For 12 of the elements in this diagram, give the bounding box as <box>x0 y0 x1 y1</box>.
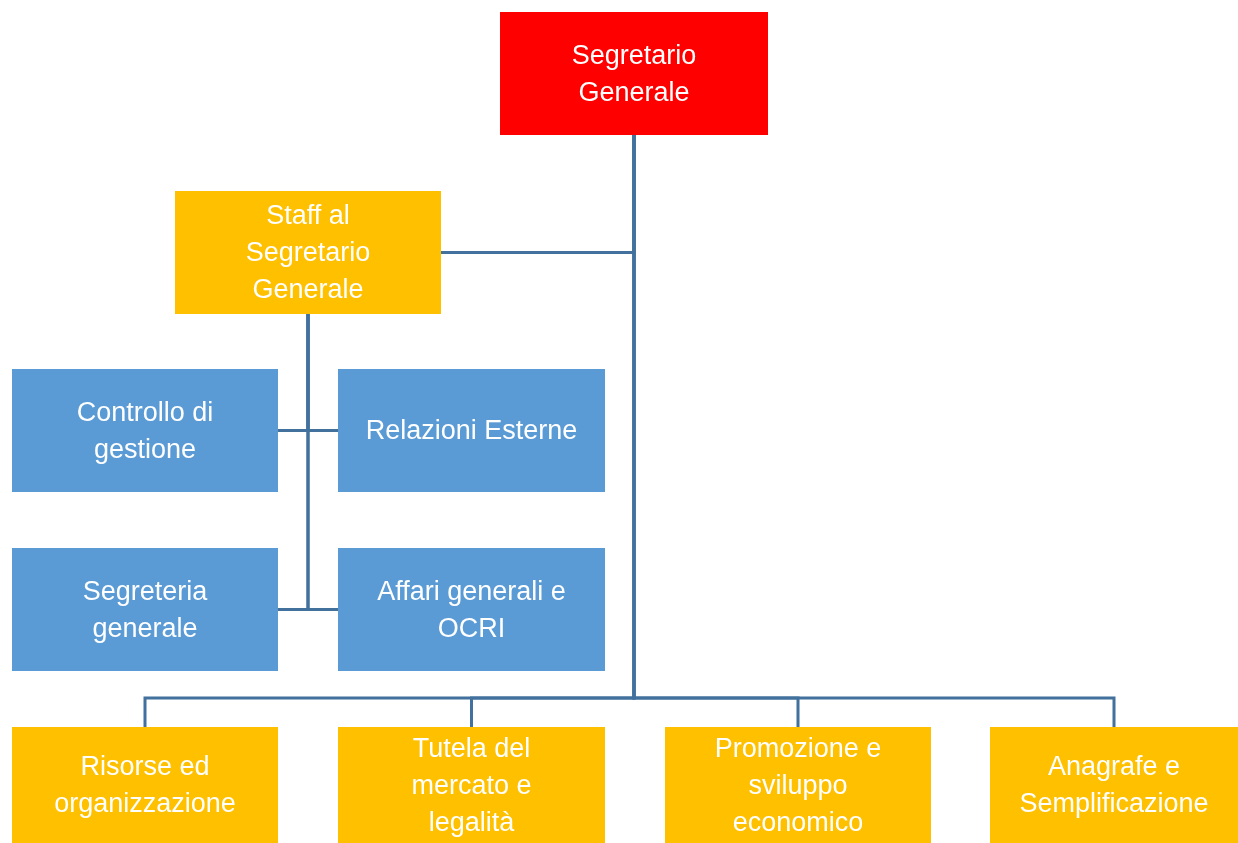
department-box: Tutela del mercato e legalità <box>338 727 605 843</box>
office-box: Affari generali e OCRI <box>338 548 605 671</box>
department-box: Staff al Segretario Generale <box>175 191 441 314</box>
department-box: Anagrafe e Semplificazione <box>990 727 1238 843</box>
department-box: Risorse ed organizzazione <box>12 727 278 843</box>
office-box: Segreteria generale <box>12 548 278 671</box>
office-box: Controllo di gestione <box>12 369 278 492</box>
connector-line <box>632 135 1116 727</box>
head-box: Segretario Generale <box>500 12 768 135</box>
connector-line <box>306 314 338 611</box>
department-box: Promozione e sviluppo economico <box>665 727 931 843</box>
office-box: Relazioni Esterne <box>338 369 605 492</box>
